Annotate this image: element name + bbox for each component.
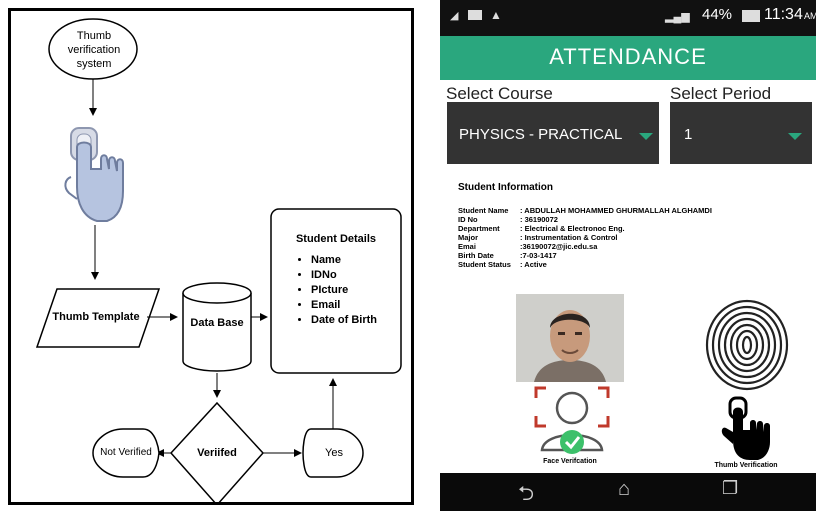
info-row-email: Emai :36190072@jic.edu.sa — [458, 242, 597, 251]
yes-shape — [302, 428, 364, 478]
decision-shape — [169, 401, 265, 502]
student-info-heading: Student Information — [458, 182, 553, 193]
info-value: : Instrumentation & Control — [520, 233, 618, 242]
info-value: : Active — [520, 260, 547, 269]
clock-ampm: AM — [804, 11, 816, 21]
nav-bar: ⮌ ⌂ ❐ — [440, 473, 816, 511]
student-photo — [516, 294, 624, 382]
info-row-id: ID No : 36190072 — [458, 215, 558, 224]
signal-icon: ◢ — [450, 10, 459, 22]
thumb-verification-caption: Thumb Verification — [714, 462, 778, 469]
info-row-major: Major : Instrumentation & Control — [458, 233, 618, 242]
thumb-verification-icon[interactable] — [718, 396, 772, 460]
info-value: : 36190072 — [520, 215, 558, 224]
app-title: ATTENDANCE — [549, 44, 707, 69]
start-node: Thumb verification system — [49, 29, 139, 71]
student-details-list: Name IDNo PIcture Email Date of Birth — [299, 253, 377, 328]
start-node-line: system — [76, 58, 112, 70]
info-value: :36190072@jic.edu.sa — [520, 242, 598, 251]
student-details-shape — [270, 208, 402, 374]
info-key: Birth Date — [458, 251, 494, 260]
select-period-label: Select Period — [670, 84, 772, 103]
face-verification-caption: Face Verifcation — [543, 458, 597, 465]
app-bar: ATTENDANCE — [440, 36, 816, 80]
info-key: ID No — [458, 215, 478, 224]
fingerprint-icon — [705, 299, 789, 391]
thumb-template-shape — [35, 288, 161, 348]
info-key: Student Status — [458, 260, 511, 269]
battery-icon — [742, 10, 760, 22]
info-value: : Electrical & Electronoc Eng. — [520, 224, 625, 233]
database-shape — [182, 282, 252, 372]
chevron-down-icon — [788, 133, 802, 140]
course-dropdown[interactable]: PHYSICS - PRACTICAL — [447, 102, 659, 164]
database-label: Data Base — [190, 317, 244, 329]
student-details-item: Email — [311, 298, 377, 313]
info-key: Student Name — [458, 206, 509, 215]
chevron-down-icon — [639, 133, 653, 140]
info-row-department: Department : Electrical & Electronoc Eng. — [458, 224, 625, 233]
student-details-title: Student Details — [295, 233, 377, 245]
yes-label: Yes — [325, 447, 343, 459]
info-key: Emai — [458, 242, 476, 251]
phone-screen: ◢ ▲ ▂▄▆ 44% 11:34 AM ATTENDANCE Select C… — [440, 0, 816, 511]
face-verification-icon[interactable] — [532, 386, 612, 456]
course-dropdown-value: PHYSICS - PRACTICAL — [459, 126, 623, 143]
student-details-item: PIcture — [311, 283, 377, 298]
student-details-item: Date of Birth — [311, 313, 377, 328]
cell-signal-icon: ▂▄▆ — [665, 11, 690, 23]
info-value: : ABDULLAH MOHAMMED GHURMALLAH ALGHAMDI — [520, 206, 712, 215]
hand-touch-icon — [64, 127, 124, 222]
image-icon — [468, 10, 482, 20]
info-row-status: Student Status : Active — [458, 260, 547, 269]
info-row-birthdate: Birth Date :7-03-1417 — [458, 251, 557, 260]
student-details-item: Name — [311, 253, 377, 268]
not-verified-shape — [92, 428, 160, 478]
start-node-line: Thumb — [76, 30, 112, 42]
not-verified-label: Not Verified — [100, 447, 152, 458]
period-dropdown-value: 1 — [684, 126, 693, 143]
info-key: Department — [458, 224, 500, 233]
flowchart-diagram — [35, 18, 402, 502]
decision-label: Veriifed — [197, 447, 237, 459]
info-row-name: Student Name : ABDULLAH MOHAMMED GHURMALL… — [458, 206, 712, 215]
thumb-template-label: Thumb Template — [52, 311, 140, 323]
select-course-label: Select Course — [446, 84, 553, 103]
recents-icon[interactable]: ❐ — [722, 478, 739, 498]
flowchart-panel: Thumb verification system Thumb Template… — [8, 8, 414, 505]
warning-icon: ▲ — [490, 8, 502, 22]
info-key: Major — [458, 233, 479, 242]
back-icon[interactable]: ⮌ — [518, 483, 535, 505]
student-details-item: IDNo — [311, 268, 377, 283]
clock-time: 11:34 — [764, 6, 803, 23]
start-node-line: verification — [67, 44, 121, 56]
home-icon[interactable]: ⌂ — [618, 478, 631, 500]
info-value: :7-03-1417 — [520, 251, 557, 260]
period-dropdown[interactable]: 1 — [670, 102, 812, 164]
status-bar: ◢ ▲ ▂▄▆ 44% 11:34 AM — [440, 0, 816, 36]
battery-percent: 44% — [702, 6, 733, 23]
